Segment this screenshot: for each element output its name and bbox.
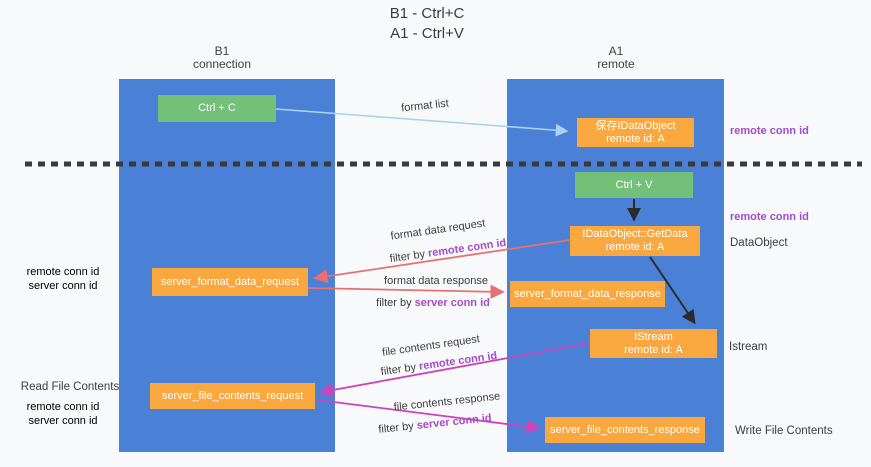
getdata-box: IDataObject::GetData remote id: A bbox=[570, 226, 700, 256]
lifeline-b1-name: B1 bbox=[214, 44, 230, 58]
left-remote-conn-id-label-1: remote conn id bbox=[26, 266, 100, 278]
lifeline-b1-role: connection bbox=[192, 57, 252, 71]
server-format-data-request-label: server_format_data_request bbox=[160, 275, 300, 288]
format-data-response-filter-label: filter by server conn id bbox=[376, 297, 490, 309]
ctrl-c-box: Ctrl + C bbox=[158, 95, 276, 122]
server-format-data-response-label: server_format_data_response bbox=[514, 287, 661, 300]
lifeline-header-b1: B1 connection bbox=[152, 45, 292, 71]
getdata-line2: remote id: A bbox=[605, 241, 665, 253]
save-dataobject-box: 保存IDataObject remote id: A bbox=[577, 118, 694, 147]
server-file-contents-request-label: server_file_contents_request bbox=[161, 389, 304, 402]
server-file-contents-response-label: server_file_contents_response bbox=[550, 423, 700, 436]
istream-line2: remote id: A bbox=[624, 343, 683, 356]
left-server-conn-id-label-2: server conn id bbox=[28, 415, 98, 427]
lifeline-a1-role: remote bbox=[597, 57, 635, 71]
format-data-response-arrow-label: format data response bbox=[384, 275, 488, 287]
left-conn-id-labels-bottom: remote conn id server conn id bbox=[18, 400, 108, 428]
server-format-data-request-box: server_format_data_request bbox=[152, 268, 308, 296]
filter-by-prefix: filter by bbox=[376, 297, 415, 309]
ctrl-v-label: Ctrl + V bbox=[615, 178, 653, 191]
right-istream-label: Istream bbox=[729, 341, 768, 353]
lifeline-header-a1: A1 remote bbox=[546, 45, 686, 71]
right-remote-conn-id-label-1: remote conn id bbox=[730, 125, 809, 137]
left-remote-conn-id-label-2: remote conn id bbox=[26, 401, 100, 413]
left-conn-id-labels-top: remote conn id server conn id bbox=[18, 265, 108, 293]
server-format-data-response-box: server_format_data_response bbox=[510, 281, 665, 307]
save-dataobject-line1: 保存IDataObject bbox=[595, 119, 676, 132]
title-line-1: B1 - Ctrl+C bbox=[389, 5, 465, 22]
getdata-line1: IDataObject::GetData bbox=[582, 228, 688, 240]
left-read-file-contents-label: Read File Contents bbox=[20, 381, 120, 393]
server-file-contents-request-box: server_file_contents_request bbox=[150, 383, 315, 409]
istream-box: IStream remote id: A bbox=[590, 329, 717, 358]
left-server-conn-id-label-1: server conn id bbox=[28, 280, 98, 292]
title-line-2: A1 - Ctrl+V bbox=[390, 25, 464, 42]
save-dataobject-line2: remote id: A bbox=[606, 132, 665, 145]
filter-by-id: server conn id bbox=[414, 297, 490, 309]
right-dataobject-label: DataObject bbox=[730, 237, 788, 249]
format-list-arrow bbox=[275, 108, 569, 137]
server-file-contents-response-box: server_file_contents_response bbox=[545, 417, 705, 443]
lifeline-a1-name: A1 bbox=[608, 44, 624, 58]
file-contents-response-arrow bbox=[317, 399, 541, 434]
right-write-file-contents-label: Write File Contents bbox=[735, 425, 833, 437]
istream-line1: IStream bbox=[634, 330, 673, 343]
ctrl-c-label: Ctrl + C bbox=[198, 102, 236, 114]
format-data-request-arrow bbox=[313, 239, 571, 284]
diagram-title: B1 - Ctrl+C A1 - Ctrl+V bbox=[312, 4, 542, 44]
right-remote-conn-id-label-2: remote conn id bbox=[730, 211, 809, 223]
format-data-response-arrow bbox=[307, 284, 505, 299]
file-contents-request-arrow bbox=[319, 342, 591, 398]
getdata-to-istream-arrow bbox=[649, 256, 696, 325]
ctrl-v-box: Ctrl + V bbox=[575, 172, 693, 198]
